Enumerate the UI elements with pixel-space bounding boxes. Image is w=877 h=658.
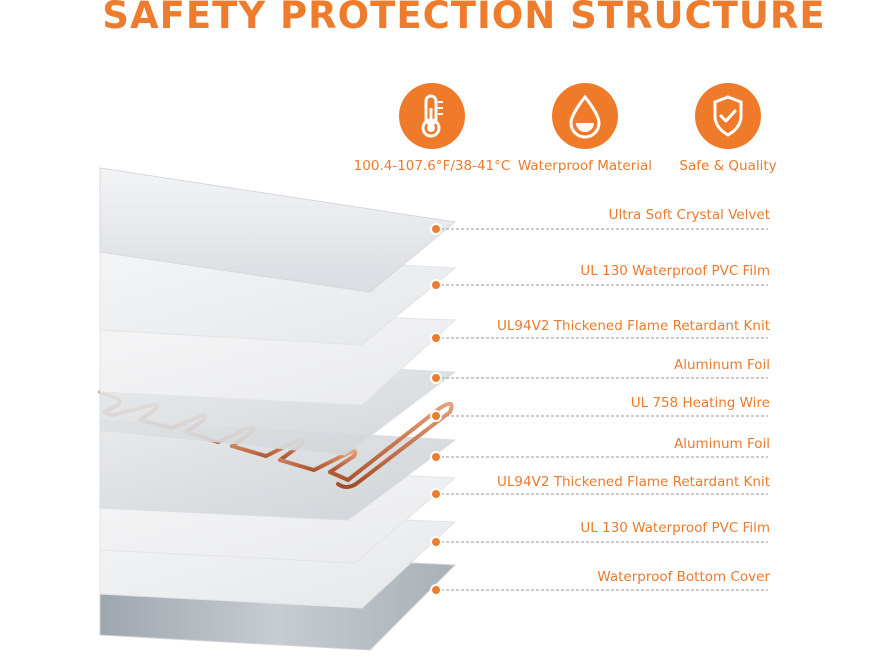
leader-dots	[430, 223, 442, 596]
water-drop-icon	[552, 83, 618, 149]
layer-label-velvet: Ultra Soft Crystal Velvet	[608, 207, 770, 223]
shield-check-icon	[695, 83, 761, 149]
feature-temperature: 100.4-107.6°F/38-41°C	[347, 83, 517, 174]
layer-velvet	[99, 167, 457, 293]
leader-lines	[436, 228, 768, 591]
page-title: SAFETY PROTECTION STRUCTURE	[102, 0, 826, 37]
layer-label-pvc-film-top: UL 130 Waterproof PVC Film	[580, 263, 770, 279]
feature-waterproof-label: Waterproof Material	[517, 158, 653, 174]
feature-temperature-label: 100.4-107.6°F/38-41°C	[353, 158, 511, 174]
layer-label-bottom-cover: Waterproof Bottom Cover	[597, 569, 770, 585]
layer-label-pvc-film-bottom: UL 130 Waterproof PVC Film	[580, 520, 770, 536]
layer-label-knit-bottom: UL94V2 Thickened Flame Retardant Knit	[497, 474, 770, 490]
layer-label-foil-bottom: Aluminum Foil	[673, 436, 770, 452]
feature-safety: Safe & Quality	[643, 83, 813, 174]
feature-safety-label: Safe & Quality	[679, 158, 777, 174]
feature-waterproof: Waterproof Material	[500, 83, 670, 174]
layer-label-foil-top: Aluminum Foil	[673, 357, 770, 373]
layer-label-heating-wire: UL 758 Heating Wire	[630, 395, 770, 411]
thermometer-icon	[399, 83, 465, 149]
layer-label-knit-top: UL94V2 Thickened Flame Retardant Knit	[497, 318, 770, 334]
